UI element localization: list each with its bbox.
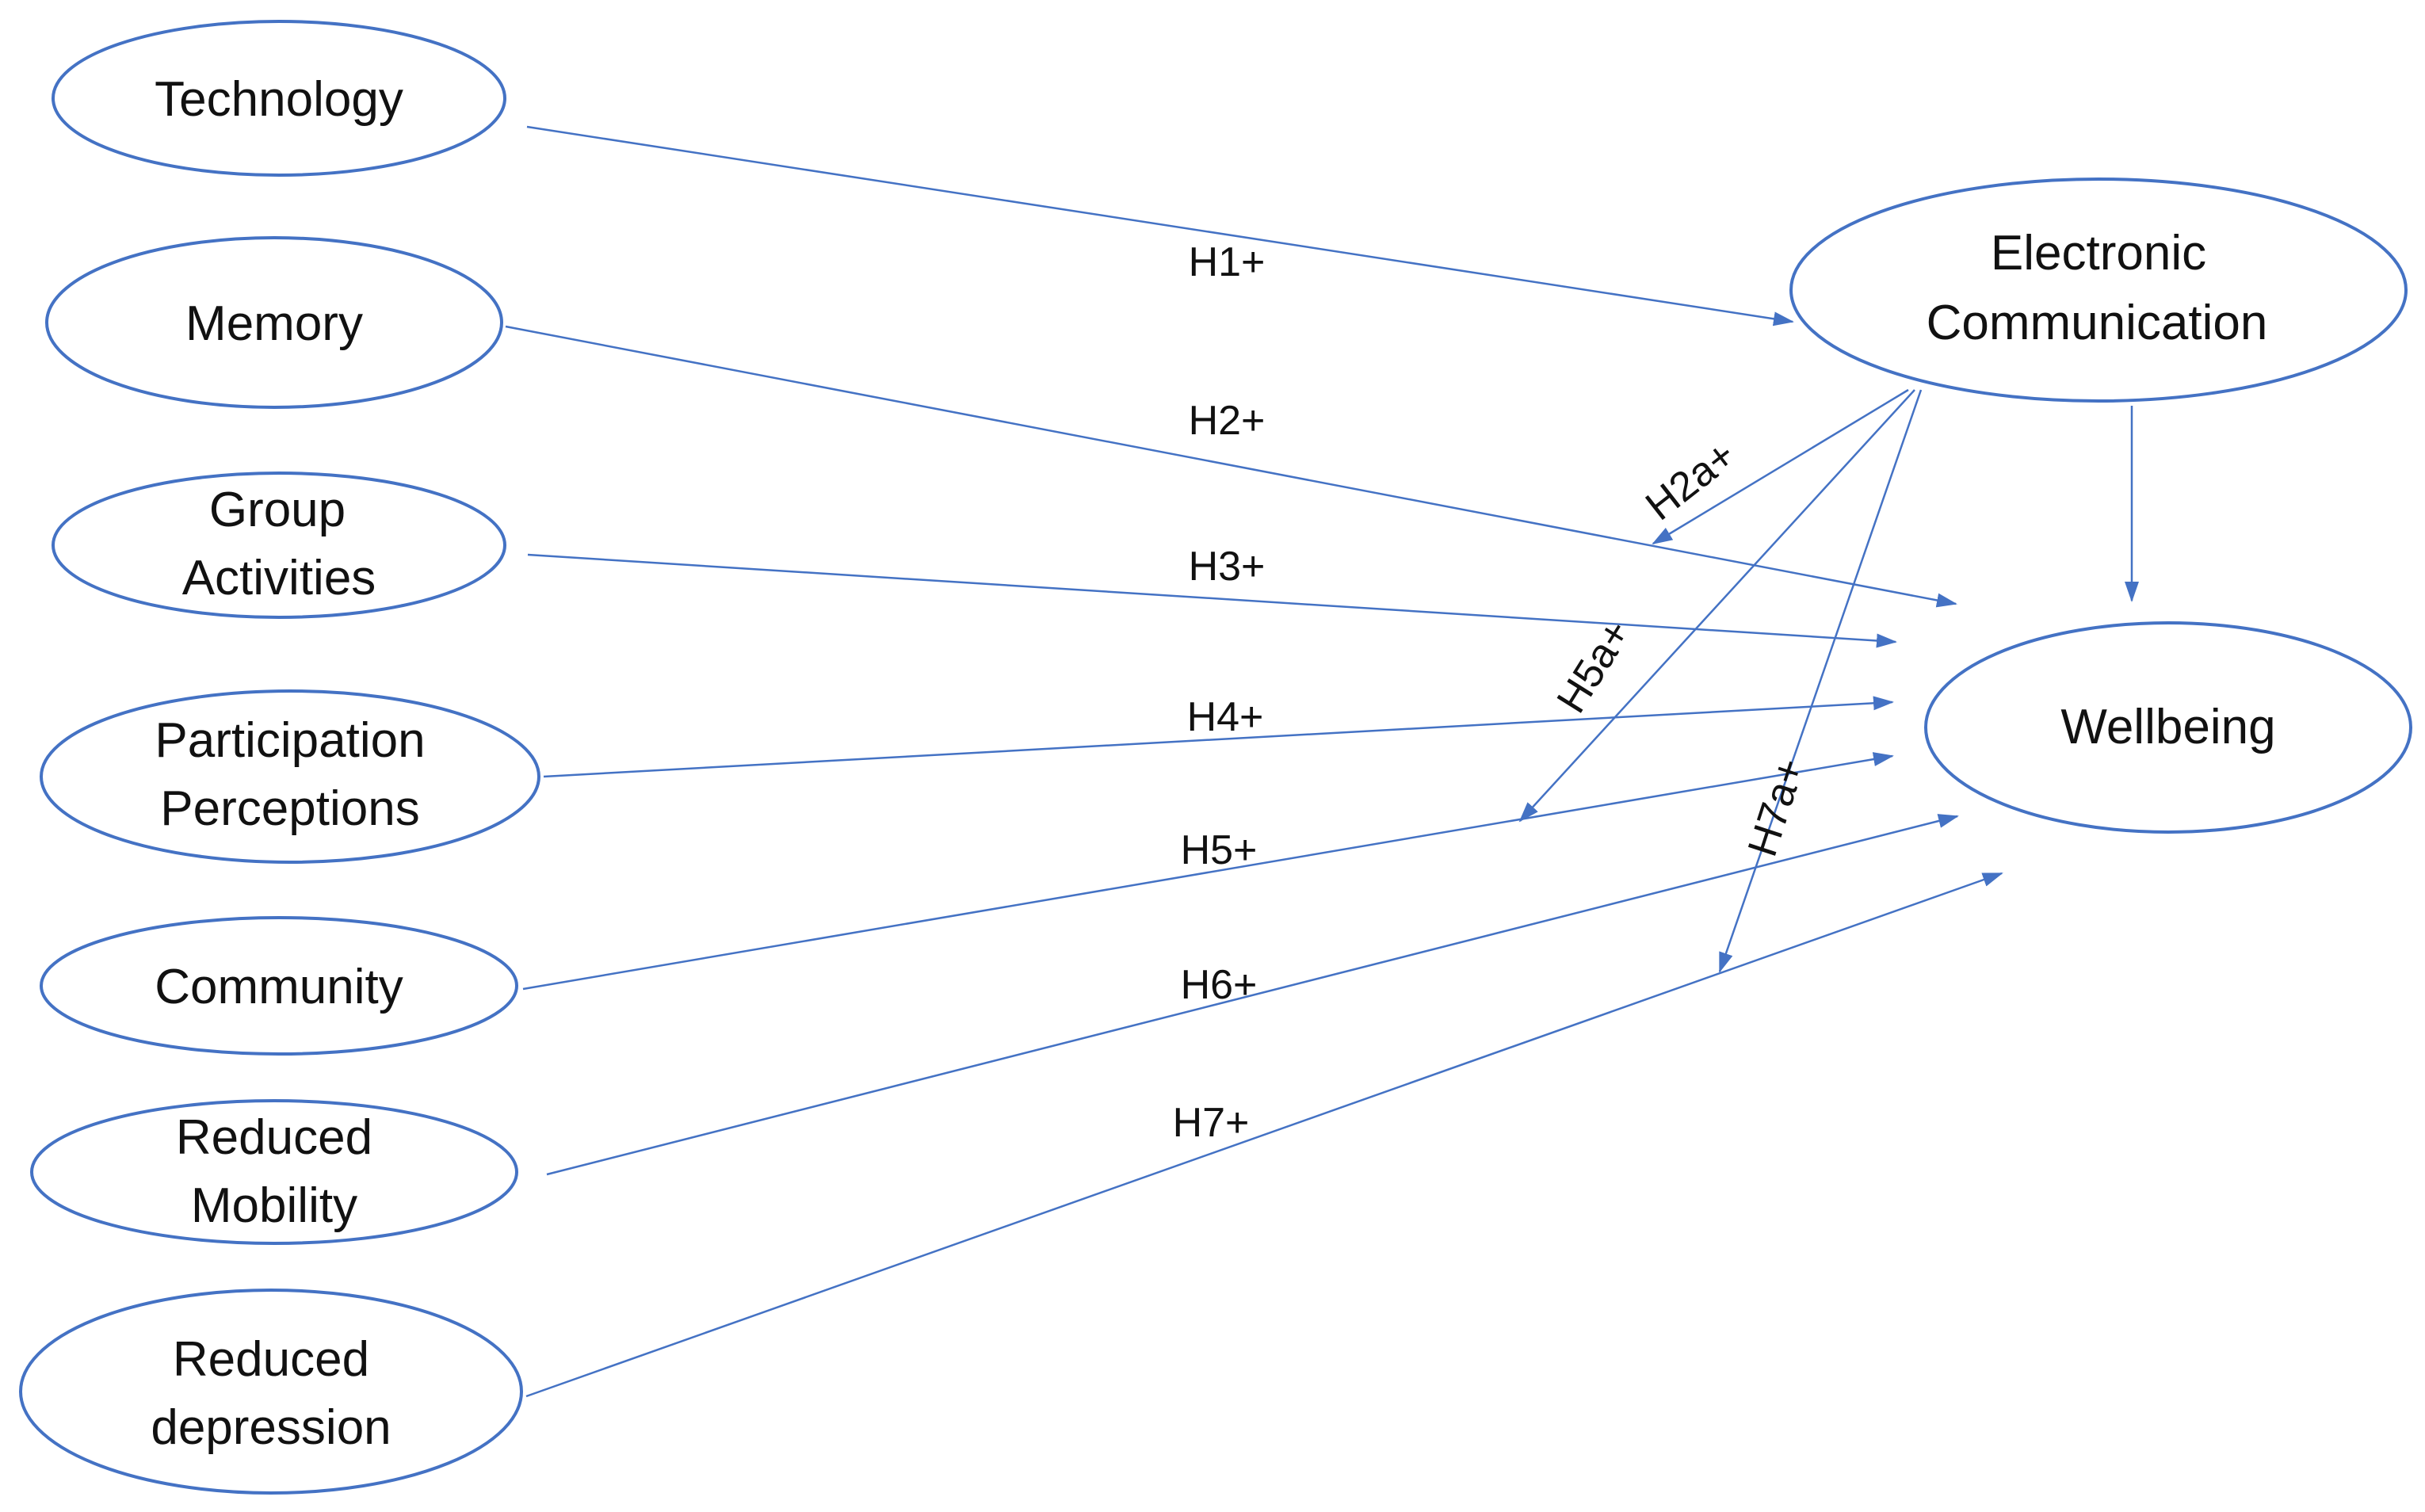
node-community: Community [40,916,518,1056]
node-technology-label: Technology [155,72,403,127]
node-electronic-communication: Electronic Communication [1789,178,2408,403]
edge-label-h1: H1+ [1189,239,1266,285]
node-reduced-depression-label-line2: depression [151,1400,391,1455]
node-wellbeing-label: Wellbeing [2060,700,2275,754]
node-participation-perceptions: Participation Perceptions [40,689,540,864]
node-participation-perceptions-label-line2: Perceptions [160,781,419,836]
node-reduced-depression-label-line1: Reduced [173,1332,369,1387]
edge-reduced-depression-to-wellbeing [525,872,2003,1398]
edge-label-h4: H4+ [1187,694,1264,740]
edge-label-h2a: H2a+ [1637,432,1744,529]
edge-label-h7: H7+ [1173,1100,1250,1146]
node-community-label: Community [155,960,403,1014]
node-wellbeing: Wellbeing [1924,621,2412,834]
edge-electronic-communication-to-depression-path [1718,389,1923,973]
edge-electronic-communication-to-memory-path [1652,388,1909,545]
node-reduced-mobility-label-line1: Reduced [176,1110,372,1165]
edge-electronic-communication-to-community-path [1518,389,1915,823]
edge-group-activities-to-wellbeing [527,553,1897,648]
node-reduced-mobility: Reduced Mobility [30,1099,518,1245]
node-participation-perceptions-label-line1: Participation [155,713,425,768]
node-electronic-communication-label-line1: Electronic [1991,226,2206,281]
edge-reduced-mobility-to-wellbeing [546,814,1959,1176]
edge-label-h7a: H7a+ [1740,753,1814,862]
edge-label-h5: H5+ [1181,827,1258,873]
node-technology: Technology [52,20,506,177]
node-memory: Memory [45,236,503,409]
node-memory-label: Memory [185,296,363,351]
edge-participation-perceptions-to-wellbeing [543,696,1894,778]
edge-label-h2: H2+ [1189,398,1266,444]
edge-technology-to-electronic-communication [526,125,1794,326]
node-group-activities: Group Activities [52,472,506,619]
node-group-activities-label-line1: Group [209,483,346,537]
node-electronic-communication-label-line2: Communication [1927,296,2268,350]
node-group-activities-label-line2: Activities [182,551,376,605]
node-reduced-depression: Reduced depression [19,1289,523,1495]
edge-community-to-wellbeing [522,752,1894,991]
edge-label-h3: H3+ [1189,544,1266,590]
edge-memory-to-wellbeing [505,325,1957,608]
edge-label-h6: H6+ [1181,962,1258,1008]
node-reduced-mobility-label-line2: Mobility [191,1178,357,1233]
